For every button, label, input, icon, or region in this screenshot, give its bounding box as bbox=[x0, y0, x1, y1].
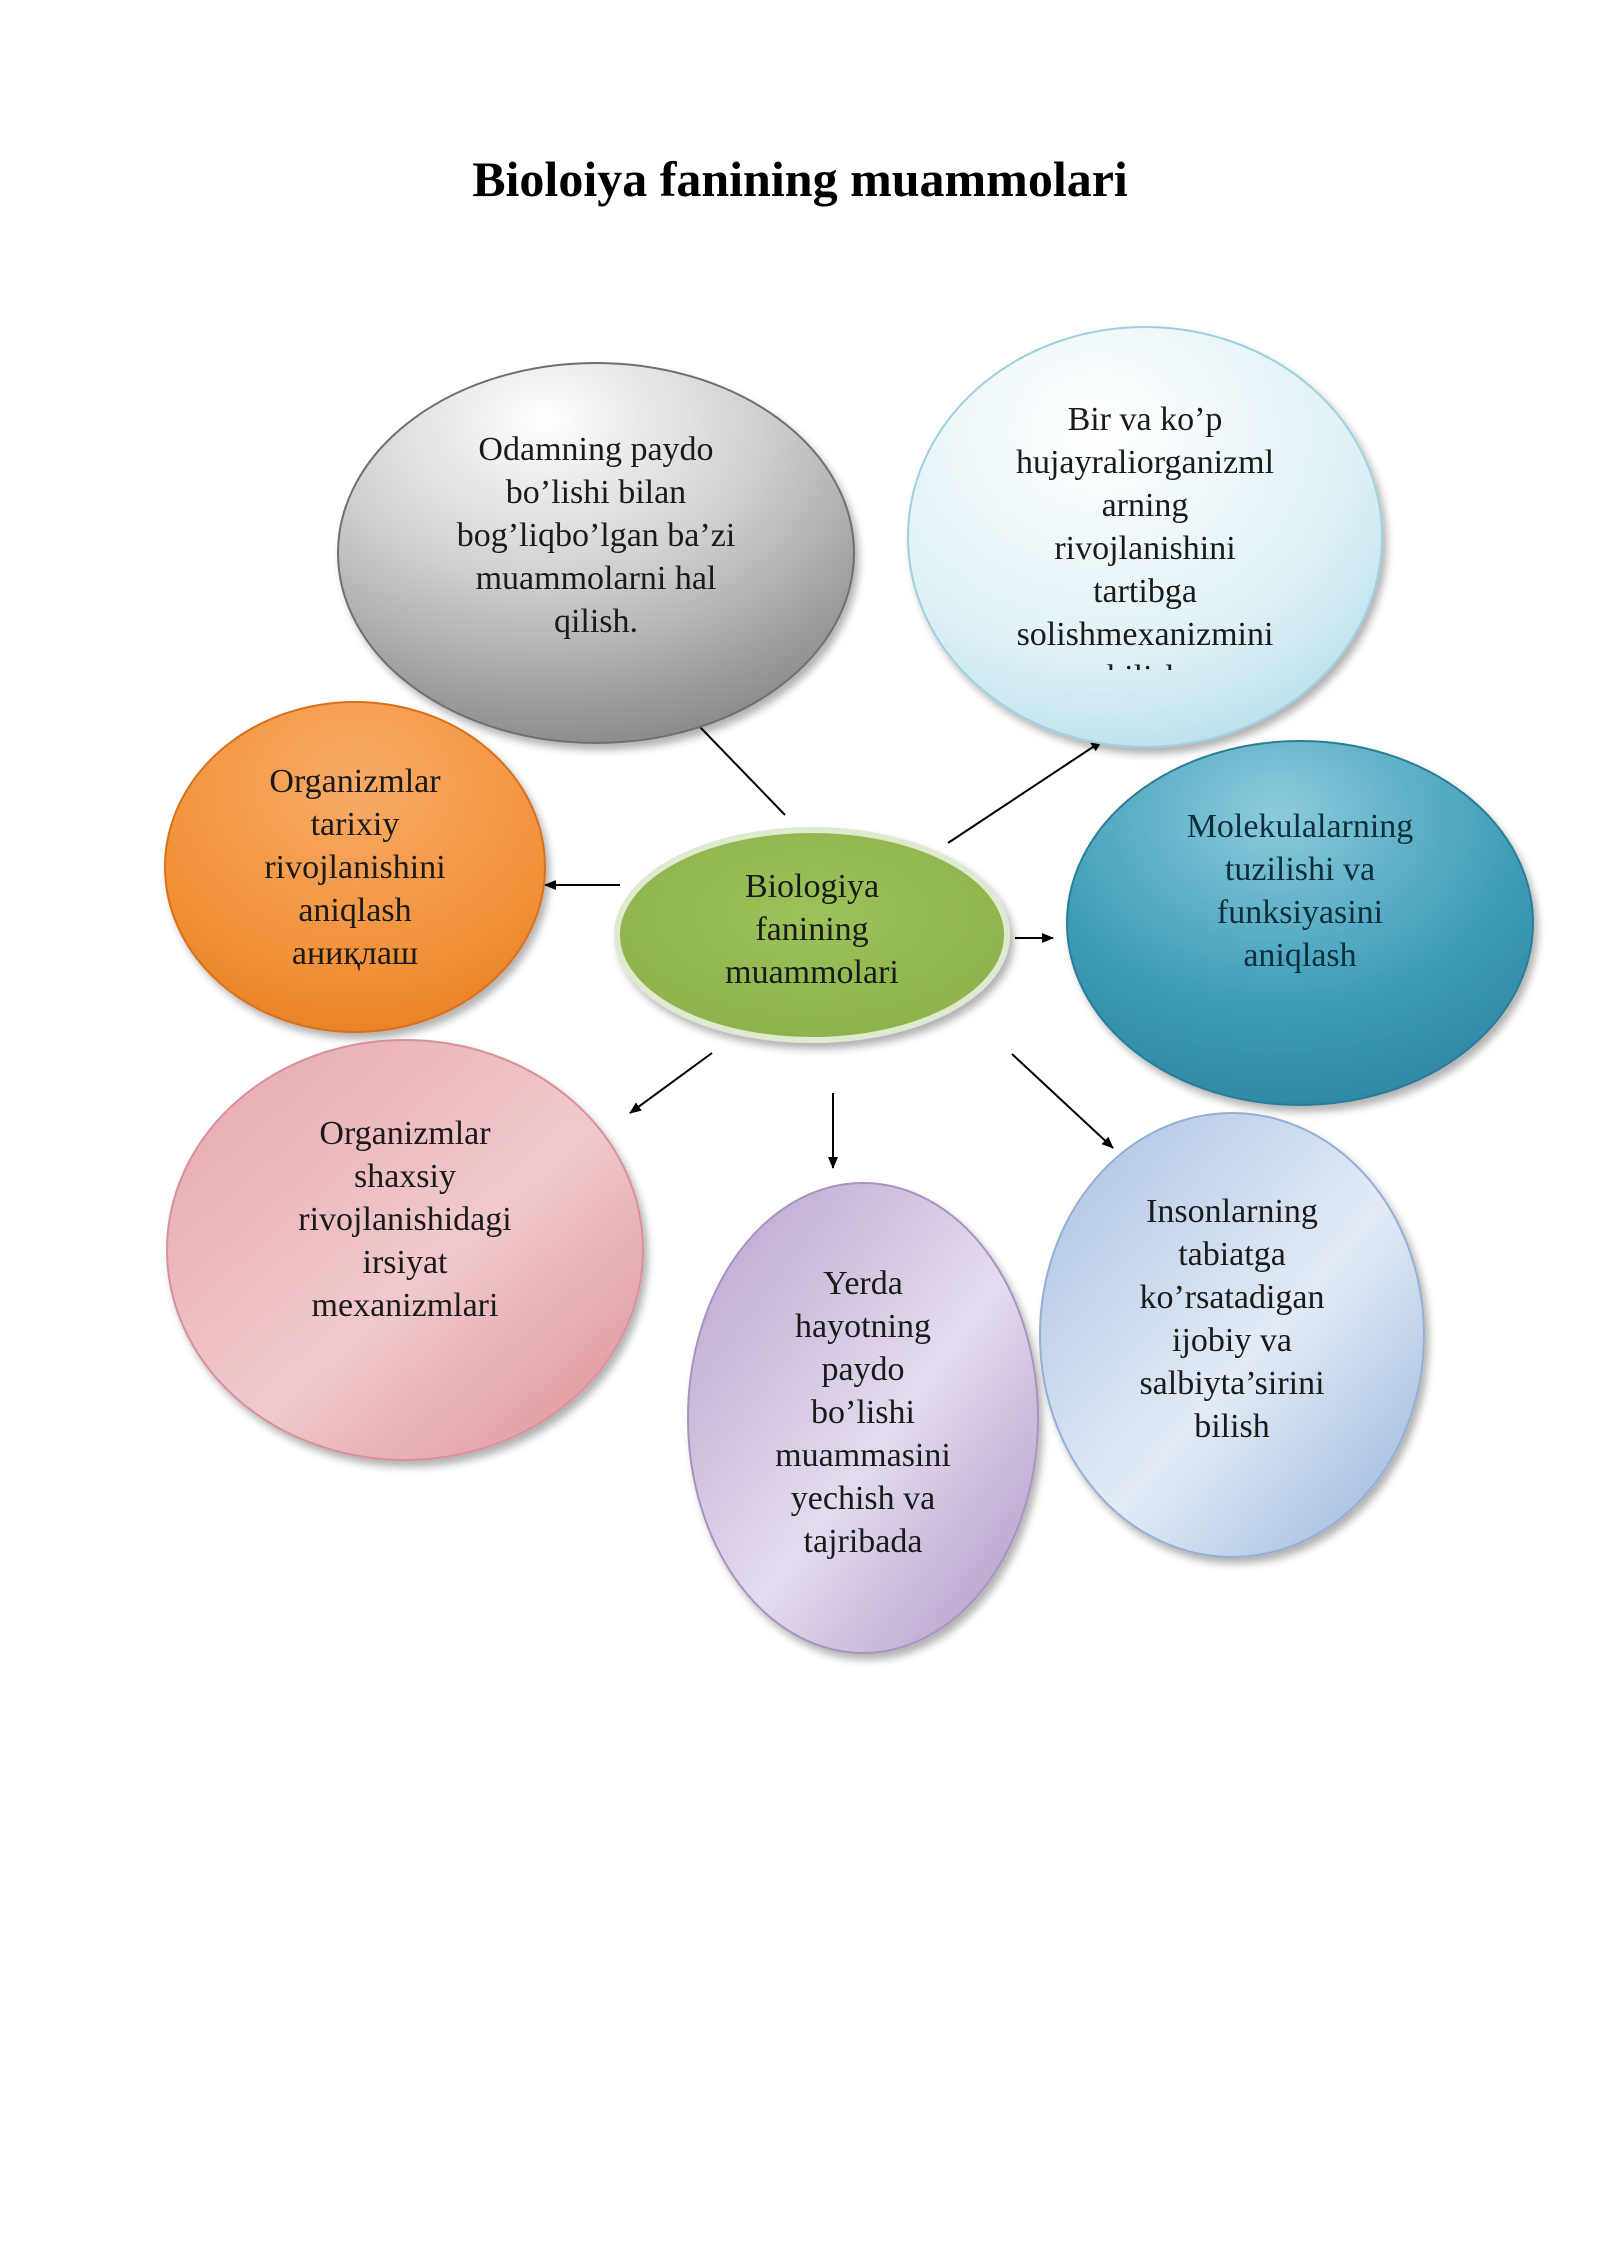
node-human-nature-label: Insonlarning tabiatga ko’rsatadigan ijob… bbox=[1139, 1193, 1325, 1445]
connector-to-human-nature bbox=[1011, 1053, 1114, 1149]
node-organism-development-label: Bir va ko’p hujayraliorganizml arning ri… bbox=[1015, 401, 1275, 670]
node-organism-development-shape bbox=[907, 326, 1383, 748]
node-molecules-shape bbox=[1066, 740, 1534, 1106]
node-historical-development-label: Organizmlar tarixiy rivojlanishini aniql… bbox=[264, 763, 446, 972]
center-node-label: Biologiya fanining muammolari bbox=[725, 868, 899, 991]
connector-to-human-origin bbox=[699, 726, 786, 816]
center-node-shape bbox=[614, 827, 1010, 1043]
page-title: Bioloiya fanining muammolari bbox=[472, 151, 1128, 207]
node-historical-development-shape bbox=[164, 701, 546, 1033]
node-molecules-label: Molekulalarning tuzilishi va funksiyasin… bbox=[1186, 808, 1414, 974]
node-human-nature-shape bbox=[1039, 1112, 1425, 1558]
node-life-origin-shape bbox=[687, 1182, 1039, 1654]
connector-to-heredity bbox=[629, 1052, 713, 1114]
node-human-origin-label: Odamning paydo bo’lishi bilan bog’liqbo’… bbox=[456, 431, 736, 640]
connector-to-organism-development bbox=[947, 740, 1103, 844]
node-heredity-label: Organizmlar shaxsiy rivojlanishidagi irs… bbox=[298, 1115, 512, 1324]
node-life-origin-label: Yerda hayotning paydo bo’lishi muammasin… bbox=[775, 1265, 951, 1560]
node-heredity-shape bbox=[166, 1039, 644, 1461]
node-human-origin-shape bbox=[337, 362, 855, 744]
